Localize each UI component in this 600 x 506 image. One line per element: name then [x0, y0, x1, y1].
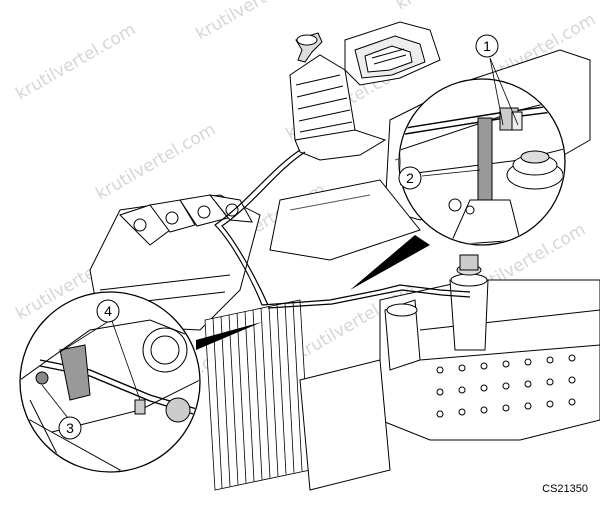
- callout-label-1: 1: [483, 38, 491, 54]
- watermark-text: krutilvertel.com: [13, 20, 140, 105]
- callout-2: 2: [398, 166, 481, 190]
- watermark-text: krutilvertel.com: [93, 120, 220, 205]
- callout-3: 3: [41, 384, 82, 440]
- callout-label-2: 2: [406, 170, 414, 186]
- radiator: [204, 299, 311, 491]
- callout-label-3: 3: [66, 420, 74, 436]
- callout-4: 4: [59, 299, 141, 401]
- gear-shifter: [289, 21, 441, 161]
- figure-code: CS21350: [542, 483, 588, 495]
- chassis-right: [299, 279, 600, 491]
- callout-1: 1: [475, 34, 519, 126]
- shift-cables: [214, 149, 471, 309]
- callout-label-4: 4: [104, 303, 112, 319]
- watermark-text: krutilvertel.com: [393, 0, 520, 14]
- reservoir: [384, 254, 489, 371]
